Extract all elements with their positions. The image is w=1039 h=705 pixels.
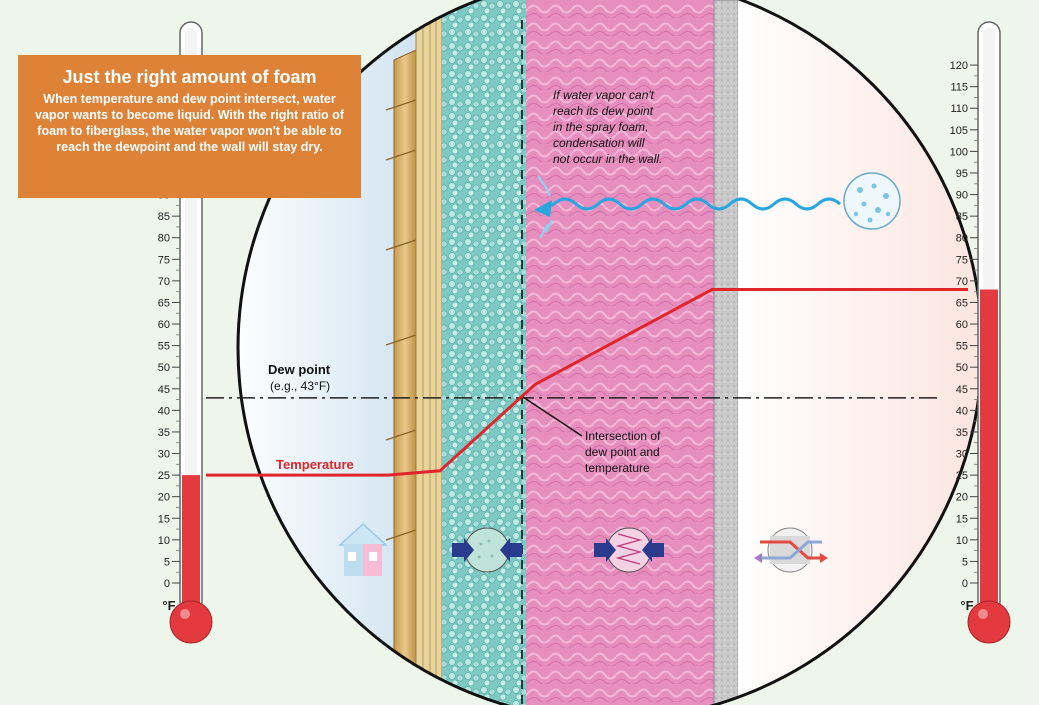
tick-label: 90	[956, 190, 968, 202]
tick-label: 75	[956, 254, 968, 266]
callout-title: Just the right amount of foam	[62, 67, 317, 87]
tick-label: 105	[950, 125, 968, 137]
tick-label: 30	[956, 449, 968, 461]
callout-body: When temperature and dew point intersect…	[35, 92, 344, 154]
tick-label: 100	[950, 146, 968, 158]
thermometer-bulb	[169, 600, 213, 644]
vapor-arrowhead	[534, 200, 552, 217]
tick-label: 20	[158, 492, 170, 504]
tick-label: 50	[956, 362, 968, 374]
siding-laps	[385, 99, 417, 541]
tick-label: 65	[956, 297, 968, 309]
thermometer-fluid	[980, 289, 998, 612]
tick-label: 10	[158, 535, 170, 547]
tick-label: 95	[956, 168, 968, 180]
tick-label: 70	[158, 276, 170, 288]
tick-label: 80	[158, 233, 170, 245]
tick-label: 60	[158, 319, 170, 331]
tick-label: 20	[956, 492, 968, 504]
house-exterior-icon	[338, 522, 388, 576]
temperature-label: Temperature	[276, 457, 354, 472]
intersection-pointer	[522, 396, 583, 437]
tick-label: 45	[158, 384, 170, 396]
tick-label: 85	[158, 211, 170, 223]
tick-label: 55	[956, 341, 968, 353]
thermometer-bulb	[967, 600, 1011, 644]
tick-label: 65	[158, 297, 170, 309]
intersection-note: Intersection of dew point and temperatur…	[585, 429, 661, 475]
tick-label: 0	[962, 578, 968, 590]
tick-label: 5	[164, 556, 170, 568]
thermometer-fluid	[182, 475, 200, 612]
tick-label: 80	[956, 233, 968, 245]
tick-label: 75	[158, 254, 170, 266]
temperature-line	[206, 288, 968, 477]
foam-compression-icon	[452, 527, 522, 573]
vapor-note: If water vapor can't reach its dew point…	[553, 88, 662, 166]
tick-label: 15	[158, 513, 170, 525]
spray-foam-layer	[442, 0, 526, 705]
tick-label: 85	[956, 211, 968, 223]
tick-label: 50	[158, 362, 170, 374]
tick-label: 45	[956, 384, 968, 396]
vapor-wave	[545, 197, 842, 211]
tick-label: 60	[956, 319, 968, 331]
air-exchange-icon	[754, 527, 828, 573]
drywall	[713, 0, 739, 705]
water-vapor-droplet-icon	[843, 172, 901, 230]
fiberglass-compression-icon	[594, 527, 664, 573]
svg-text:reach its dew point: reach its dew point	[553, 104, 654, 118]
svg-text:in the spray foam,: in the spray foam,	[553, 120, 648, 134]
tick-label: 10	[956, 535, 968, 547]
right-thermometer: 0 5 10 15 20 25 30 35 40 45 50 55 60 65 70 75 80 85 90 95 10…	[950, 21, 1011, 644]
bulb-highlight	[978, 609, 988, 619]
tick-label: 110	[950, 103, 968, 115]
tick-label: 25	[956, 470, 968, 482]
tick-label: 120	[950, 60, 968, 72]
tick-label: 15	[956, 513, 968, 525]
tick-label: 40	[956, 405, 968, 417]
svg-text:Intersection of: Intersection of	[585, 429, 661, 443]
tick-label: 70	[956, 276, 968, 288]
dew-point-label: Dew point	[268, 362, 331, 377]
bulb-highlight	[180, 609, 190, 619]
info-callout: Just the right amount of foam When tempe…	[18, 55, 361, 198]
fiberglass-layer	[526, 0, 714, 705]
unit-label: °F	[960, 598, 973, 613]
tick-label: 35	[158, 427, 170, 439]
condensation-burst-icon	[537, 175, 553, 239]
tick-label: 55	[158, 341, 170, 353]
svg-text:If water vapor can't: If water vapor can't	[553, 88, 655, 102]
svg-text:condensation will: condensation will	[553, 136, 645, 150]
svg-text:temperature: temperature	[585, 461, 650, 475]
tick-label: 25	[158, 470, 170, 482]
sheathing-plies	[422, 0, 437, 705]
tick-label: 40	[158, 405, 170, 417]
unit-label: °F	[162, 598, 175, 613]
sheathing	[415, 0, 443, 705]
tick-label: 115	[950, 82, 968, 94]
dew-point-example: (e.g., 43°F)	[270, 379, 330, 393]
svg-text:dew point and: dew point and	[585, 445, 660, 459]
svg-text:not occur in the wall.: not occur in the wall.	[553, 152, 662, 166]
tick-label: 5	[962, 556, 968, 568]
siding	[393, 49, 417, 705]
tick-label: 0	[164, 578, 170, 590]
tick-label: 30	[158, 449, 170, 461]
tick-label: 35	[956, 427, 968, 439]
